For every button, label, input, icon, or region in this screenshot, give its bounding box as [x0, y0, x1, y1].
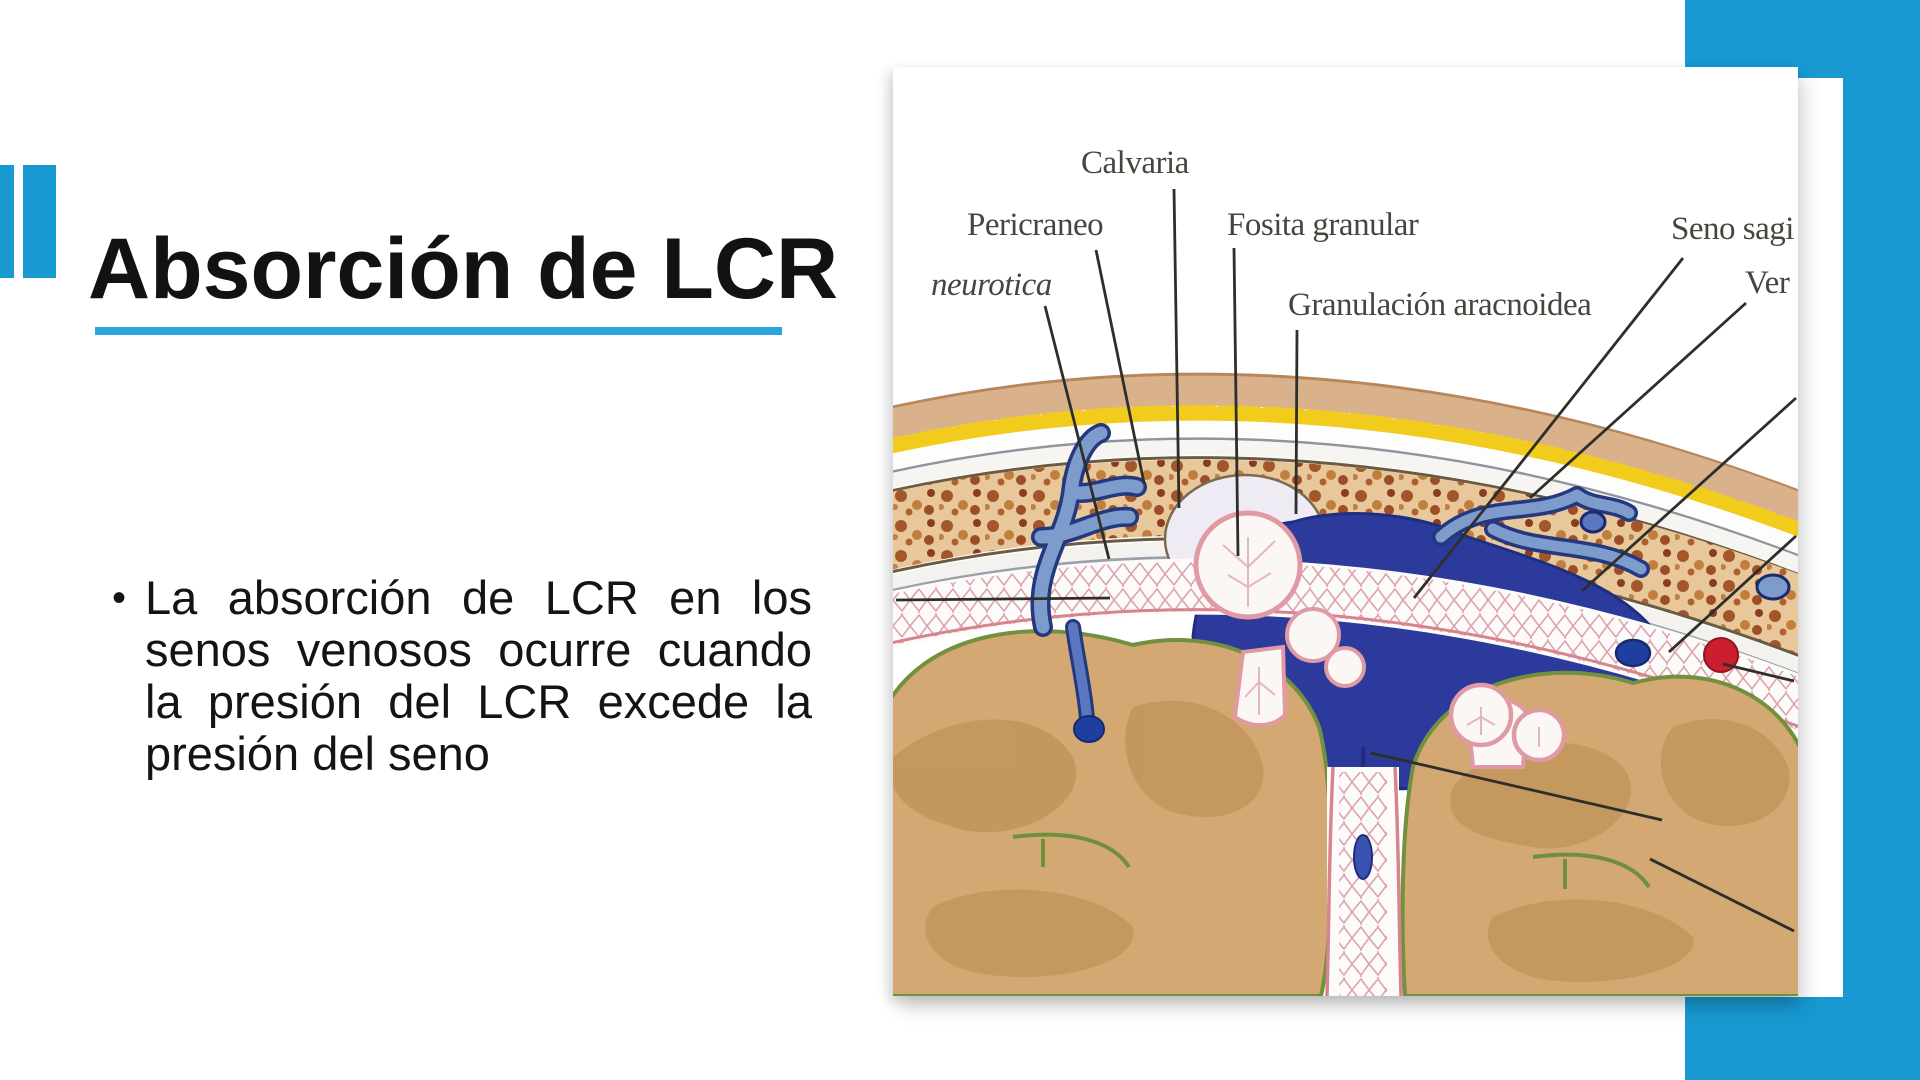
slide-title: Absorción de LCR: [88, 220, 839, 317]
label-granulacion-aracnoidea: Granulación aracnoidea: [1288, 287, 1592, 323]
bullet-line: senos venosos ocurre cuando: [145, 623, 812, 676]
diploic-and-emissary-veins: [1030, 423, 1791, 743]
label-seno-sagital-truncated: Seno sagi: [1671, 211, 1794, 247]
label-calvaria: Calvaria: [1081, 145, 1189, 181]
bullet-paragraph: • La absorción de LCR en los senos venos…: [112, 572, 812, 780]
arachnoid-granulations: [1193, 510, 1567, 769]
bullet-text: La absorción de LCR en los senos venosos…: [145, 572, 812, 780]
label-pericraneo: Pericraneo: [967, 207, 1104, 243]
anatomy-figure-panel: Calvaria Pericraneo Fosita granular neur…: [893, 67, 1798, 996]
bullet-line: La absorción de LCR en los: [145, 571, 812, 624]
sulci-lines: [1012, 832, 1651, 889]
label-leader-lines: [895, 188, 1797, 933]
bullet-line: la presión del LCR excede la: [145, 675, 812, 728]
gyri-shading: [893, 700, 1790, 983]
label-fosita-granular: Fosita granular: [1227, 207, 1419, 243]
left-accent-bar-thick: [23, 165, 56, 278]
label-aponeurotica-truncated: neurotica: [931, 267, 1052, 303]
falx-cerebri: [1325, 766, 1403, 996]
title-underline: [95, 327, 782, 335]
granulation-trabeculae: [1222, 537, 1540, 747]
right-accent-bar: [1843, 0, 1920, 1080]
bullet-line: presión del seno: [145, 727, 490, 780]
bottom-right-accent-block: [1685, 997, 1920, 1080]
left-accent-bar-thin: [0, 165, 14, 278]
bullet-marker: •: [112, 576, 127, 620]
label-vena-truncated: Ver: [1745, 265, 1790, 301]
emissary-vein-red-dot: [1703, 637, 1739, 673]
meninges-illustration: [893, 188, 1798, 996]
